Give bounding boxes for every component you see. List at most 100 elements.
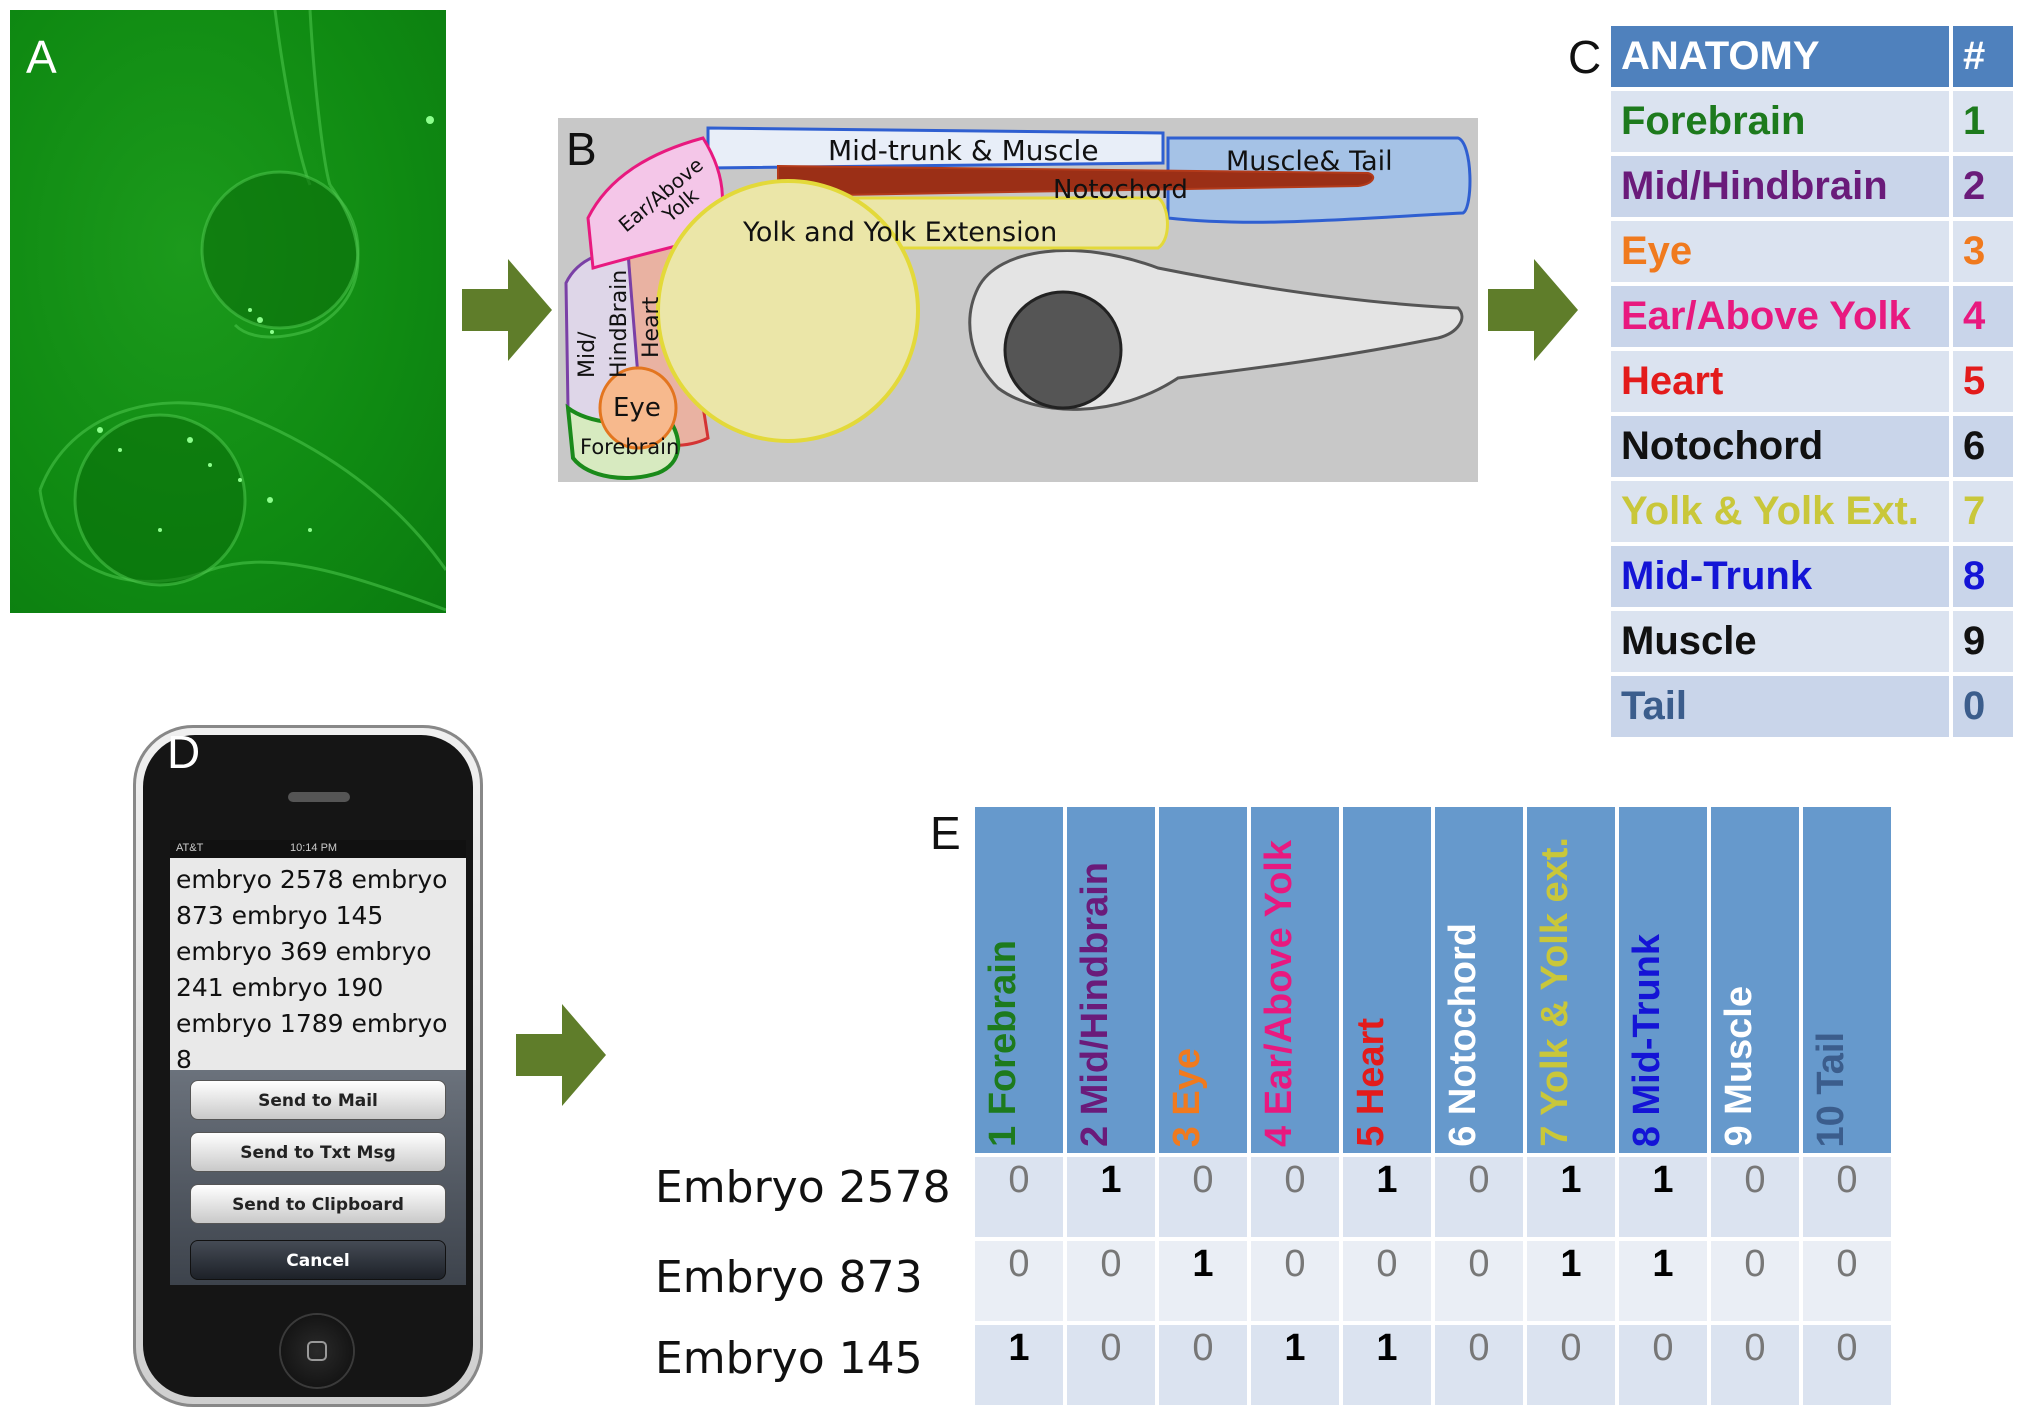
matrix-cell: 1 bbox=[1619, 1241, 1707, 1321]
matrix-cell: 1 bbox=[1527, 1241, 1615, 1321]
arrow-right-icon bbox=[462, 259, 552, 361]
matrix-cell: 1 bbox=[1619, 1157, 1707, 1237]
matrix-column-header: 2 Mid/Hindbrain bbox=[1067, 807, 1155, 1153]
panel-e-label: E bbox=[930, 807, 961, 859]
anatomy-number: 7 bbox=[1953, 481, 2013, 542]
home-square-icon bbox=[307, 1341, 327, 1361]
matrix-column-label: 6 Notochord bbox=[1442, 923, 1484, 1147]
matrix-column-header: 10 Tail bbox=[1803, 807, 1891, 1153]
matrix-column-header: 8 Mid-Trunk bbox=[1619, 807, 1707, 1153]
send-to-clipboard-button[interactable]: Send to Clipboard bbox=[190, 1184, 446, 1224]
matrix-column-label: 3 Eye bbox=[1166, 1047, 1208, 1147]
cancel-button[interactable]: Cancel bbox=[190, 1240, 446, 1280]
anatomy-name: Mid-Trunk bbox=[1611, 546, 1949, 607]
anatomy-number: 3 bbox=[1953, 221, 2013, 282]
panel-b-anatomy-diagram: Mid-trunk & Muscle Muscle& Tail Notochor… bbox=[558, 118, 1478, 482]
matrix-column-header: 1 Forebrain bbox=[975, 807, 1063, 1153]
label-hindbrain: HindBrain bbox=[607, 270, 632, 378]
label-mid-trunk-muscle: Mid-trunk & Muscle bbox=[828, 134, 1099, 167]
matrix-column-label: 9 Muscle bbox=[1718, 986, 1760, 1147]
panel-a-label: A bbox=[26, 31, 57, 83]
matrix-column-label: 10 Tail bbox=[1810, 1031, 1852, 1147]
phone-bezel: D AT&T 10:14 PM embryo 2578 embryo 873 e… bbox=[143, 726, 473, 1397]
label-muscle-tail: Muscle& Tail bbox=[1226, 146, 1393, 177]
anatomy-number: 0 bbox=[1953, 676, 2013, 737]
matrix-cell: 0 bbox=[1067, 1241, 1155, 1321]
anatomy-row: Yolk & Yolk Ext.7 bbox=[1611, 481, 2013, 542]
anatomy-name: Forebrain bbox=[1611, 91, 1949, 152]
row-label-embryo-873: Embryo 873 bbox=[655, 1252, 923, 1303]
label-forebrain: Forebrain bbox=[580, 435, 679, 459]
matrix-cell: 1 bbox=[975, 1325, 1063, 1405]
send-to-mail-button[interactable]: Send to Mail bbox=[190, 1080, 446, 1120]
embryo-photo-graphic bbox=[968, 249, 1464, 411]
anatomy-name: Notochord bbox=[1611, 416, 1949, 477]
arrow-right-icon bbox=[1488, 259, 1578, 361]
anatomy-number: 1 bbox=[1953, 91, 2013, 152]
panel-b-label: B bbox=[566, 123, 597, 175]
anatomy-number: 8 bbox=[1953, 546, 2013, 607]
matrix-cell: 0 bbox=[1527, 1325, 1615, 1405]
anatomy-header: ANATOMY bbox=[1611, 26, 1949, 87]
matrix-cell: 1 bbox=[1343, 1157, 1431, 1237]
row-label-embryo-2578: Embryo 2578 bbox=[655, 1162, 951, 1213]
matrix-cell: 0 bbox=[1803, 1157, 1891, 1237]
matrix-cell: 1 bbox=[1343, 1325, 1431, 1405]
matrix-cell: 0 bbox=[1067, 1325, 1155, 1405]
phone-device: D AT&T 10:14 PM embryo 2578 embryo 873 e… bbox=[133, 725, 483, 1407]
anatomy-number: 9 bbox=[1953, 611, 2013, 672]
matrix-cell: 0 bbox=[1251, 1241, 1339, 1321]
anatomy-number: 4 bbox=[1953, 286, 2013, 347]
anatomy-number: 5 bbox=[1953, 351, 2013, 412]
clock-label: 10:14 PM bbox=[290, 842, 338, 854]
anatomy-name: Heart bbox=[1611, 351, 1949, 412]
fluorescence-embryos-graphic bbox=[38, 10, 446, 612]
embryo-matrix-table: 1 Forebrain 2 Mid/Hindbrain 3 Eye 4 Ear/Abo… bbox=[971, 803, 1895, 1409]
anatomy-name: Yolk & Yolk Ext. bbox=[1611, 481, 1949, 542]
matrix-cell: 0 bbox=[1711, 1157, 1799, 1237]
matrix-cell: 0 bbox=[975, 1157, 1063, 1237]
matrix-cell: 0 bbox=[1619, 1325, 1707, 1405]
matrix-cell: 0 bbox=[975, 1241, 1063, 1321]
label-heart: Heart bbox=[639, 296, 664, 358]
matrix-cell: 0 bbox=[1435, 1157, 1523, 1237]
matrix-header-row: 1 Forebrain 2 Mid/Hindbrain 3 Eye 4 Ear/Abo… bbox=[975, 807, 1891, 1153]
matrix-cell: 0 bbox=[1251, 1157, 1339, 1237]
anatomy-name: Eye bbox=[1611, 221, 1949, 282]
matrix-column-header: 5 Heart bbox=[1343, 807, 1431, 1153]
matrix-column-header: 4 Ear/Above Yolk bbox=[1251, 807, 1339, 1153]
label-mid: Mid/ bbox=[575, 331, 600, 378]
matrix-column-label: 8 Mid-Trunk bbox=[1626, 933, 1668, 1147]
panel-c-label: C bbox=[1568, 31, 1602, 83]
matrix-column-label: 7 Yolk & Yolk ext. bbox=[1534, 837, 1576, 1147]
matrix-column-header: 3 Eye bbox=[1159, 807, 1247, 1153]
anatomy-number: 2 bbox=[1953, 156, 2013, 217]
matrix-cell: 0 bbox=[1711, 1325, 1799, 1405]
panel-d-label: D bbox=[167, 726, 201, 778]
label-eye: Eye bbox=[613, 393, 661, 423]
action-sheet: Send to Mail Send to Txt Msg Send to Cli… bbox=[170, 1070, 466, 1285]
phone-screen: AT&T 10:14 PM embryo 2578 embryo 873 emb… bbox=[170, 840, 466, 1285]
matrix-column-label: 1 Forebrain bbox=[982, 940, 1024, 1147]
matrix-cell: 1 bbox=[1159, 1241, 1247, 1321]
arrow-right-icon bbox=[516, 1004, 606, 1106]
message-text[interactable]: embryo 2578 embryo 873 embryo 145 embryo… bbox=[170, 858, 466, 1074]
number-header: # bbox=[1953, 26, 2013, 87]
anatomy-name: Muscle bbox=[1611, 611, 1949, 672]
matrix-cell: 0 bbox=[1803, 1325, 1891, 1405]
matrix-cell: 1 bbox=[1527, 1157, 1615, 1237]
home-button[interactable] bbox=[281, 1315, 353, 1387]
zebrafish-anatomy-svg: Mid-trunk & Muscle Muscle& Tail Notochor… bbox=[564, 126, 1472, 480]
send-to-txt-msg-button[interactable]: Send to Txt Msg bbox=[190, 1132, 446, 1172]
matrix-column-header: 7 Yolk & Yolk ext. bbox=[1527, 807, 1615, 1153]
matrix-column-label: 2 Mid/Hindbrain bbox=[1074, 862, 1116, 1147]
